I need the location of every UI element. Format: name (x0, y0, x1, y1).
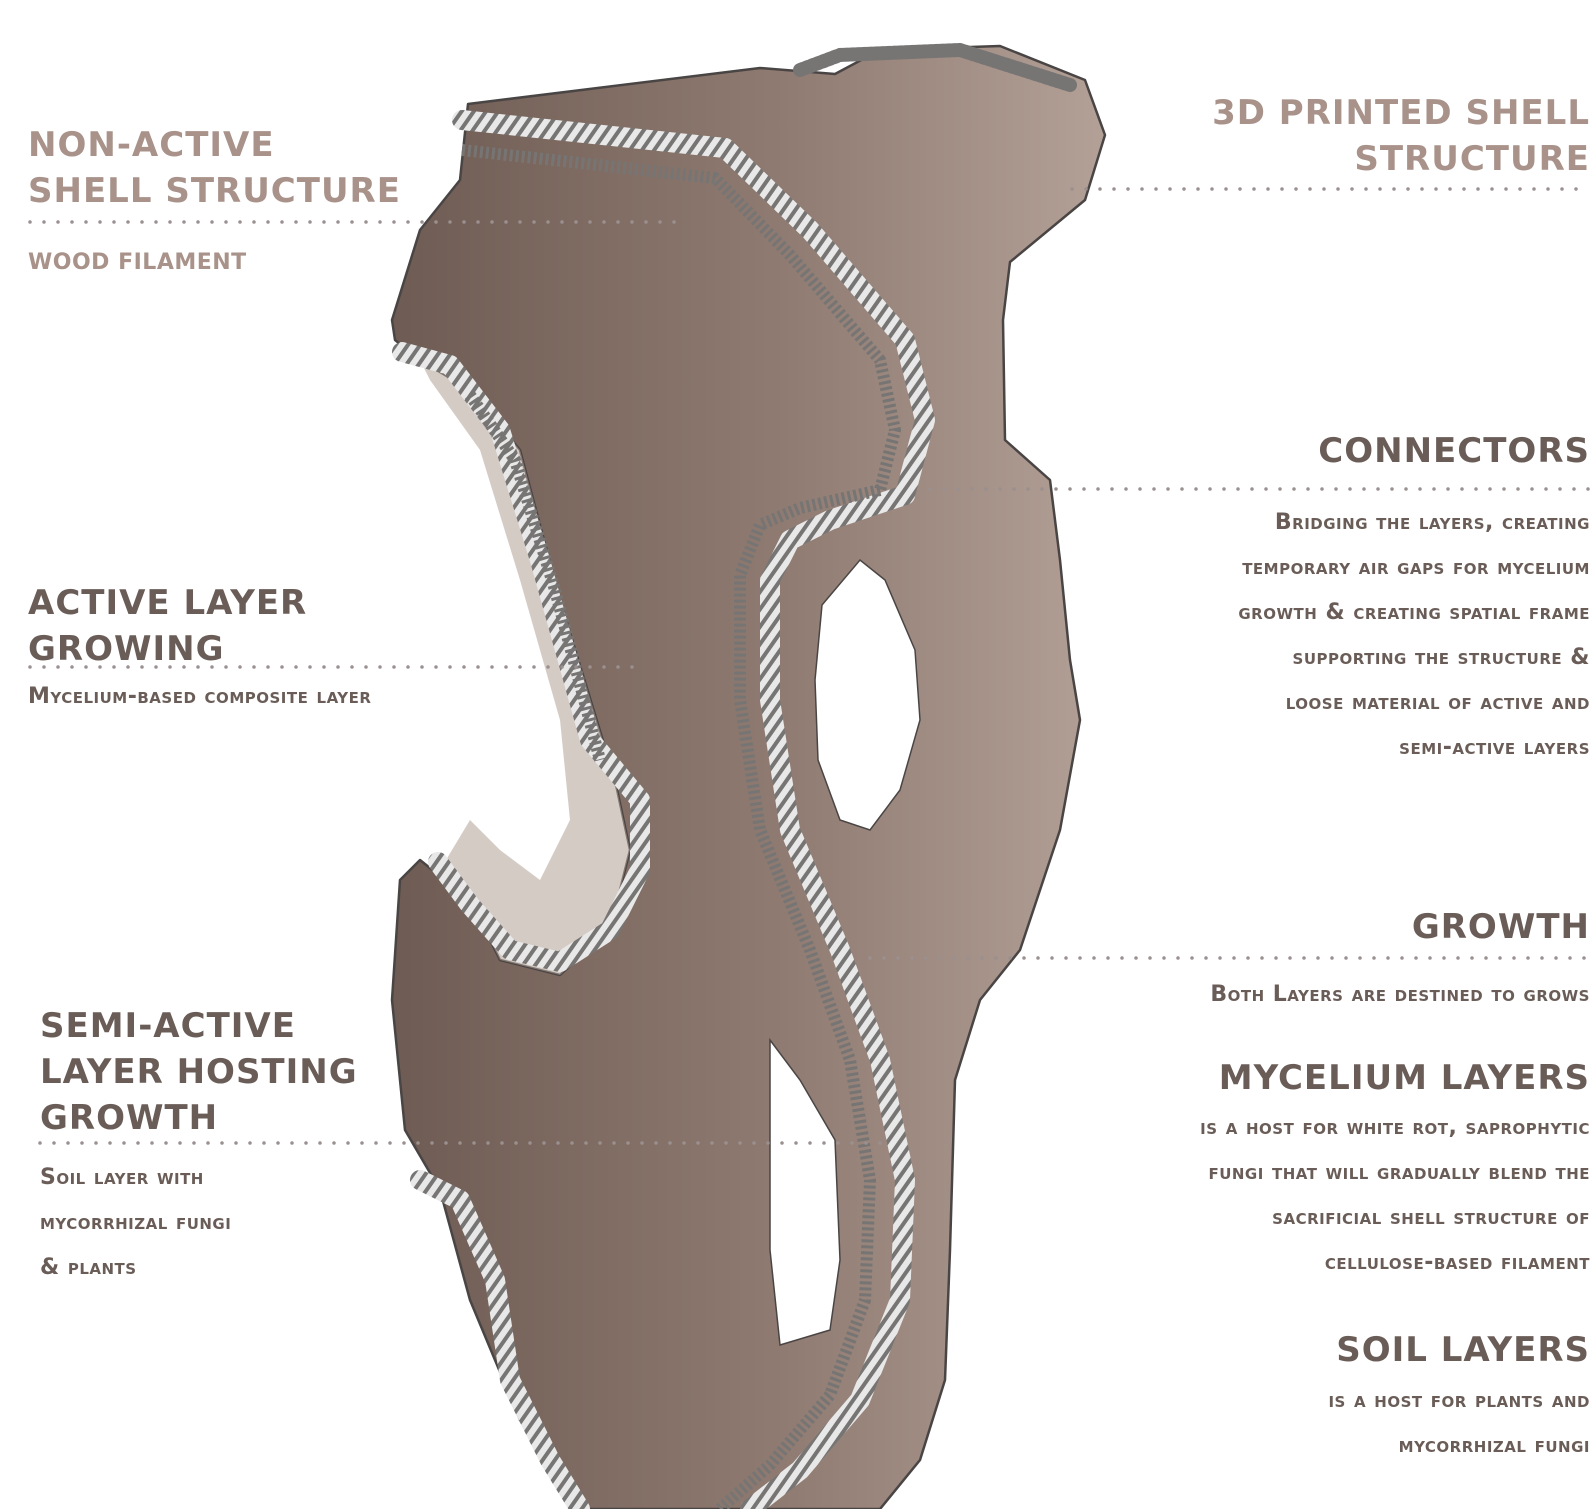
soil-desc-line-2: mycorrhizal fungi (1328, 1423, 1590, 1468)
label-3d-printed-shell-title: 3D PRINTED SHELL STRUCTURE (1212, 90, 1590, 182)
connectors-desc-line-2: temporary air gaps for mycelium (1238, 545, 1590, 590)
connectors-desc-line-6: semi-active layers (1238, 725, 1590, 770)
label-soil-layers-title: SOIL LAYERS (1336, 1327, 1590, 1373)
semi-active-sub-line-3: & plants (40, 1245, 231, 1290)
semi-active-title-line-3: GROWTH (40, 1095, 358, 1141)
semi-active-sub-line-2: mycorrhizal fungi (40, 1200, 231, 1245)
label-growth-desc: Both Layers are destined to grows (1210, 972, 1590, 1017)
mycelium-desc-line-2: fungi that will gradually blend the (1200, 1150, 1590, 1195)
mycelium-desc-line-3: sacrificial shell structure of (1200, 1195, 1590, 1240)
label-semi-active-title: SEMI-ACTIVE LAYER HOSTING GROWTH (40, 1003, 358, 1141)
active-title-line-2: GROWING (28, 626, 307, 672)
label-mycelium-layers-desc: is a host for white rot, saprophytic fun… (1200, 1105, 1590, 1285)
soil-desc-line-1: is a host for plants and (1328, 1378, 1590, 1423)
label-non-active-sub: WOOD FILAMENT (28, 250, 247, 275)
label-active-title: ACTIVE LAYER GROWING (28, 580, 307, 672)
label-soil-layers-desc: is a host for plants and mycorrhizal fun… (1328, 1378, 1590, 1468)
printed-shell-title-line-1: 3D PRINTED SHELL (1212, 90, 1590, 136)
semi-active-sub-line-1: Soil layer with (40, 1155, 231, 1200)
label-connectors-desc: Bridging the layers, creating temporary … (1238, 500, 1590, 770)
mycelium-desc-line-1: is a host for white rot, saprophytic (1200, 1105, 1590, 1150)
label-connectors-title: CONNECTORS (1318, 428, 1590, 474)
label-semi-active-sub: Soil layer with mycorrhizal fungi & plan… (40, 1155, 231, 1290)
connectors-desc-line-5: loose material of active and (1238, 680, 1590, 725)
mycelium-desc-line-4: cellulose-based filament (1200, 1240, 1590, 1285)
connectors-desc-line-4: supporting the structure & (1238, 635, 1590, 680)
label-growth-title: GROWTH (1412, 904, 1590, 950)
connectors-desc-line-3: growth & creating spatial frame (1238, 590, 1590, 635)
non-active-title-line-1: NON-ACTIVE (28, 122, 401, 168)
semi-active-title-line-1: SEMI-ACTIVE (40, 1003, 358, 1049)
label-mycelium-layers-title: MYCELIUM LAYERS (1219, 1055, 1590, 1101)
semi-active-title-line-2: LAYER HOSTING (40, 1049, 358, 1095)
active-title-line-1: ACTIVE LAYER (28, 580, 307, 626)
label-non-active-title: NON-ACTIVE SHELL STRUCTURE (28, 122, 401, 214)
label-active-sub: Mycelium-based composite layer (28, 674, 418, 719)
non-active-title-line-2: SHELL STRUCTURE (28, 168, 401, 214)
connectors-desc-line-1: Bridging the layers, creating (1238, 500, 1590, 545)
printed-shell-title-line-2: STRUCTURE (1212, 136, 1590, 182)
